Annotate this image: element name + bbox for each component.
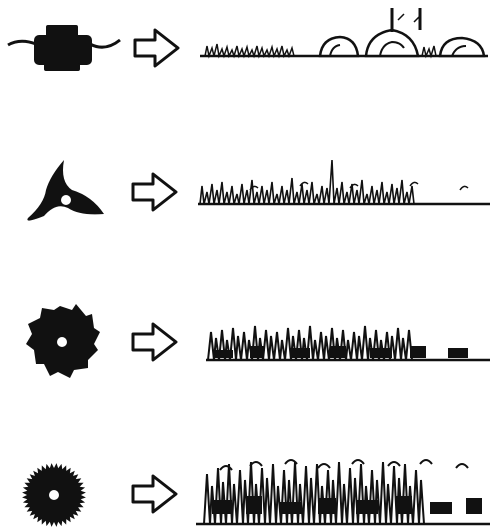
- dense-brush: [206, 326, 490, 360]
- row-three-blade: [0, 130, 492, 260]
- circular-saw-blade-icon: [22, 463, 86, 527]
- arrow-right-outline-icon: [133, 324, 176, 360]
- arrow-right-outline-icon: [133, 174, 176, 210]
- row-1-graphic: [0, 0, 492, 110]
- row-saw-blade: [0, 420, 492, 531]
- row-2-graphic: [0, 130, 492, 260]
- arrow-right-outline-icon: [135, 30, 178, 66]
- row-line-trimmer: [0, 0, 492, 110]
- row-eight-tooth: [0, 280, 492, 410]
- trimmer-line-spool-icon: [8, 25, 120, 71]
- thick-scrub-and-saplings: [196, 460, 490, 524]
- three-blade-cutter-icon: [27, 160, 104, 221]
- medium-grass-and-weeds: [198, 160, 490, 204]
- eight-tooth-blade-icon: [26, 304, 100, 378]
- row-3-graphic: [0, 280, 492, 410]
- short-grass-with-rocks-and-stumps: [200, 8, 488, 56]
- arrow-right-outline-icon: [133, 476, 176, 512]
- row-4-graphic: [0, 420, 492, 531]
